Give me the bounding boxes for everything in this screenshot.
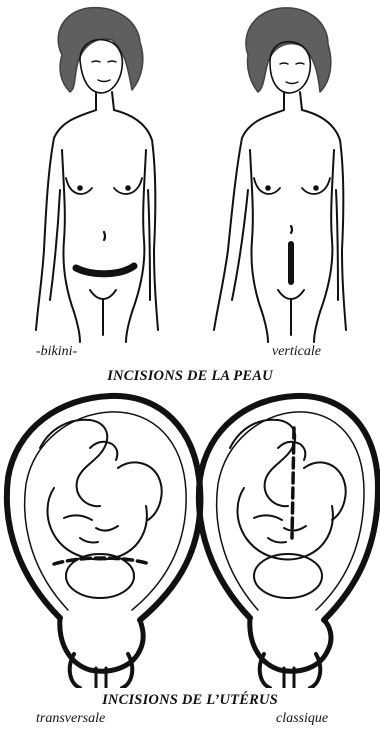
skin-incisions-illustration: [0, 0, 380, 345]
skin-incisions-title: INCISIONS DE LA PEAU: [0, 368, 380, 385]
bikini-incision-label: -bikini-: [36, 344, 77, 360]
woman-bikini-figure: [36, 8, 158, 342]
classical-incision-label: classique: [276, 711, 328, 727]
uterus-incisions-illustration: [0, 388, 380, 688]
uterus-transverse-figure: [7, 396, 201, 688]
vertical-incision-label: verticale: [272, 344, 321, 360]
uterus-incisions-title: INCISIONS DE L’UTÉRUS: [0, 692, 380, 709]
woman-vertical-figure: [214, 8, 346, 342]
uterus-classical-figure: [199, 396, 378, 688]
transverse-incision-label: transversale: [36, 711, 105, 727]
